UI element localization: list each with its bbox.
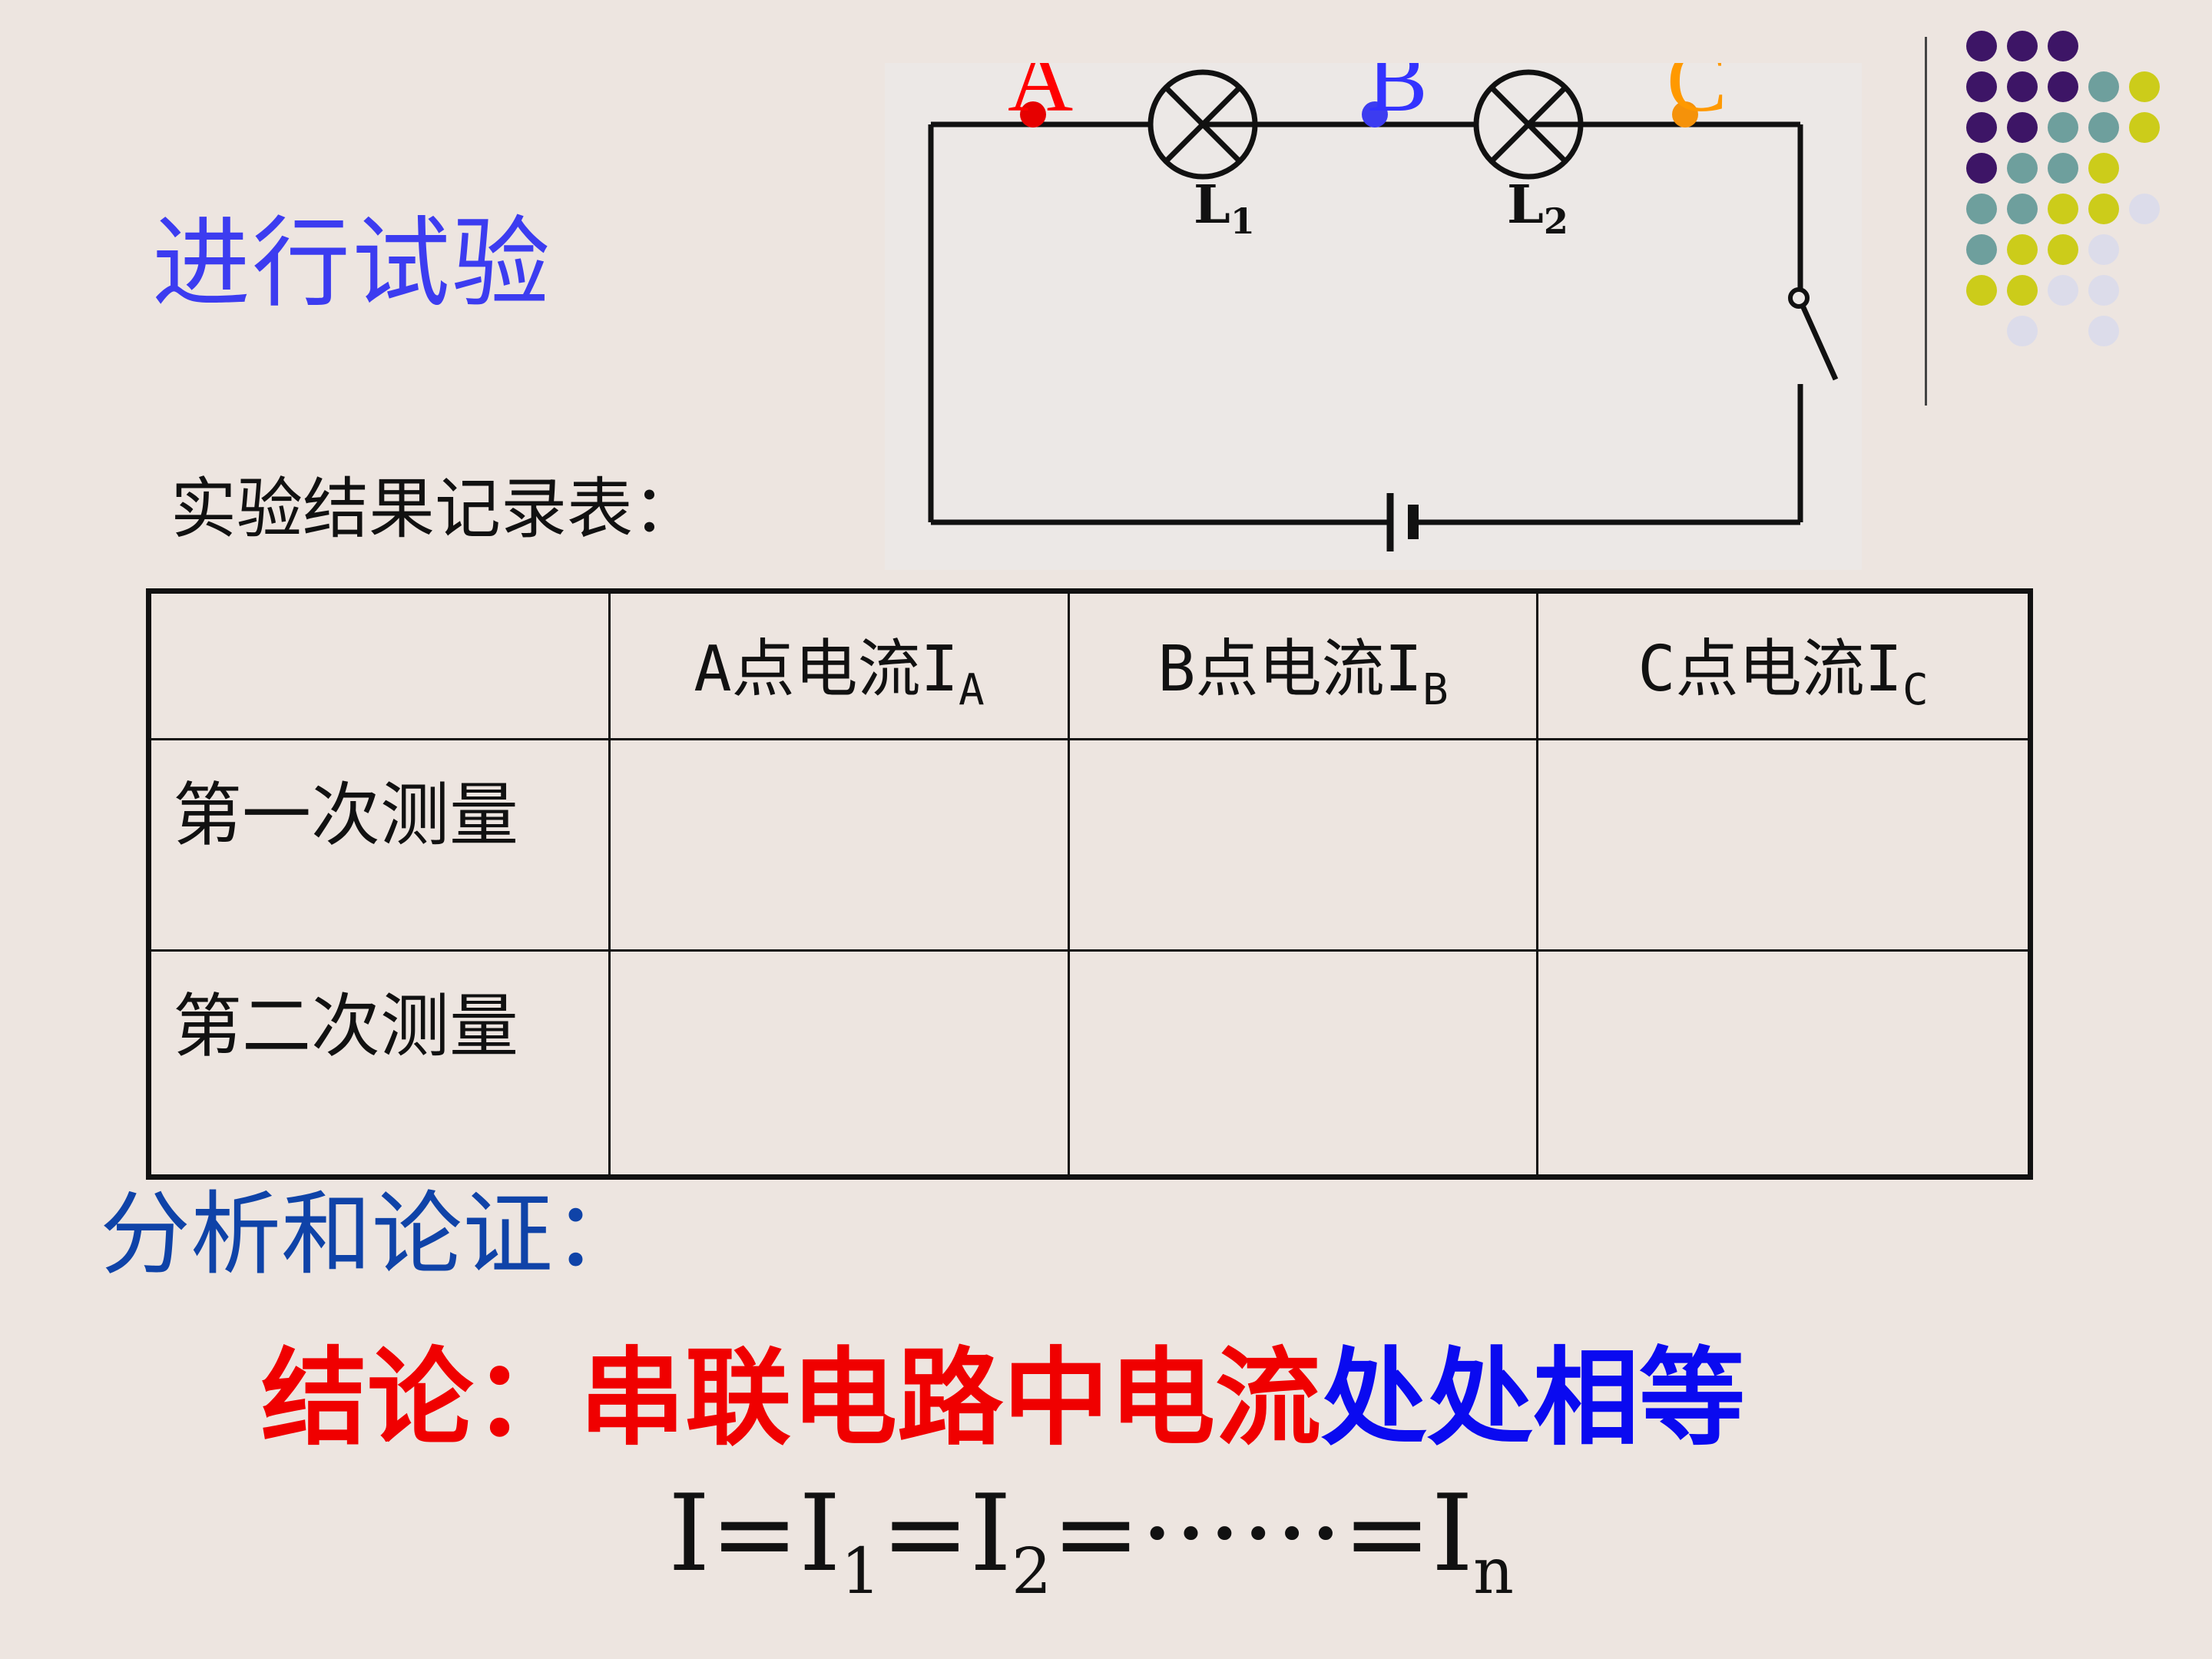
conclusion-prefix: 结论： (261, 1336, 580, 1460)
decorative-dot (2007, 112, 2038, 143)
decorative-dot (1966, 275, 1997, 306)
decorative-dot (2088, 234, 2119, 265)
column-header-b: B点电流IB (1068, 590, 1538, 740)
table-cell[interactable] (1068, 949, 1538, 1178)
table-cell[interactable] (608, 738, 1070, 952)
switch-pivot (1788, 287, 1810, 309)
table-cell[interactable] (1536, 738, 2032, 952)
decorative-dot (2048, 112, 2078, 143)
analysis-heading: 分析和论证： (100, 1181, 644, 1287)
column-header-c: C点电流IC (1536, 590, 2032, 740)
decorative-dot (2088, 275, 2119, 306)
results-table: A点电流IA B点电流IB C点电流IC 第一次测量 第二次测量 (146, 588, 2033, 1180)
decorative-dot (2048, 31, 2078, 61)
decorative-dot (2048, 71, 2078, 102)
decorative-dot (2007, 31, 2038, 61)
decorative-dot (2007, 316, 2038, 346)
lamp-2-icon (1473, 69, 1584, 180)
table-cell[interactable] (608, 949, 1070, 1178)
lamp-1-icon (1147, 69, 1258, 180)
conclusion-body-blue: 处处相等 (1321, 1336, 1746, 1460)
point-a-label: A (1008, 63, 1073, 131)
row-label: 第一次测量 (147, 738, 611, 952)
decorative-divider (1925, 37, 1927, 406)
lamp-1-label: L1 (1194, 174, 1255, 242)
slide-title: 进行试验 (152, 207, 552, 321)
lamp-2-label: L2 (1507, 174, 1568, 242)
decorative-dot (2088, 153, 2119, 184)
decorative-dot (2007, 234, 2038, 265)
decorative-dot (2048, 194, 2078, 224)
decorative-dot (2048, 275, 2078, 306)
decorative-dot (2007, 71, 2038, 102)
conclusion-body-red: 串联电路中电流 (579, 1336, 1322, 1460)
conclusion: 结论：串联电路中电流处处相等 (261, 1346, 1745, 1452)
point-c-dot (1672, 101, 1698, 127)
decorative-dot (2007, 275, 2038, 306)
point-b-label: B (1367, 63, 1428, 131)
switch-lever (1800, 304, 1839, 381)
table-cell[interactable] (1068, 738, 1538, 952)
decorative-dot (2129, 194, 2160, 224)
point-c-label: C (1667, 63, 1727, 131)
decorative-dot (2129, 71, 2160, 102)
decorative-dot (1966, 112, 1997, 143)
table-caption: 实验结果记录表： (171, 471, 699, 548)
decorative-dot (2088, 316, 2119, 346)
decorative-dot (2088, 71, 2119, 102)
table-header-row: A点电流IA B点电流IB C点电流IC (147, 590, 2032, 740)
decorative-dot-grid (1966, 31, 2197, 369)
table-row: 第二次测量 (147, 949, 2032, 1178)
column-header-a: A点电流IA (608, 590, 1070, 740)
decorative-dot (2048, 234, 2078, 265)
circuit-svg: L1 L2 A B C (928, 63, 1839, 551)
table-corner-cell (147, 590, 611, 740)
decorative-dot (2088, 112, 2119, 143)
decorative-dot (2129, 112, 2160, 143)
decorative-dot (1966, 153, 1997, 184)
decorative-dot (2088, 194, 2119, 224)
row-label: 第二次测量 (147, 949, 611, 1178)
decorative-dot (2007, 153, 2038, 184)
decorative-dot (1966, 71, 1997, 102)
decorative-dot (1966, 234, 1997, 265)
formula: I=I1=I2=······=In (668, 1472, 1514, 1608)
decorative-dot (1966, 194, 1997, 224)
point-b-dot (1362, 101, 1388, 127)
circuit-diagram: L1 L2 A B C (885, 63, 1862, 570)
decorative-dot (1966, 31, 1997, 61)
decorative-dot (2007, 194, 2038, 224)
table-cell[interactable] (1536, 949, 2032, 1178)
table-row: 第一次测量 (147, 738, 2032, 952)
point-a-dot (1020, 101, 1046, 127)
decorative-dot (2048, 153, 2078, 184)
